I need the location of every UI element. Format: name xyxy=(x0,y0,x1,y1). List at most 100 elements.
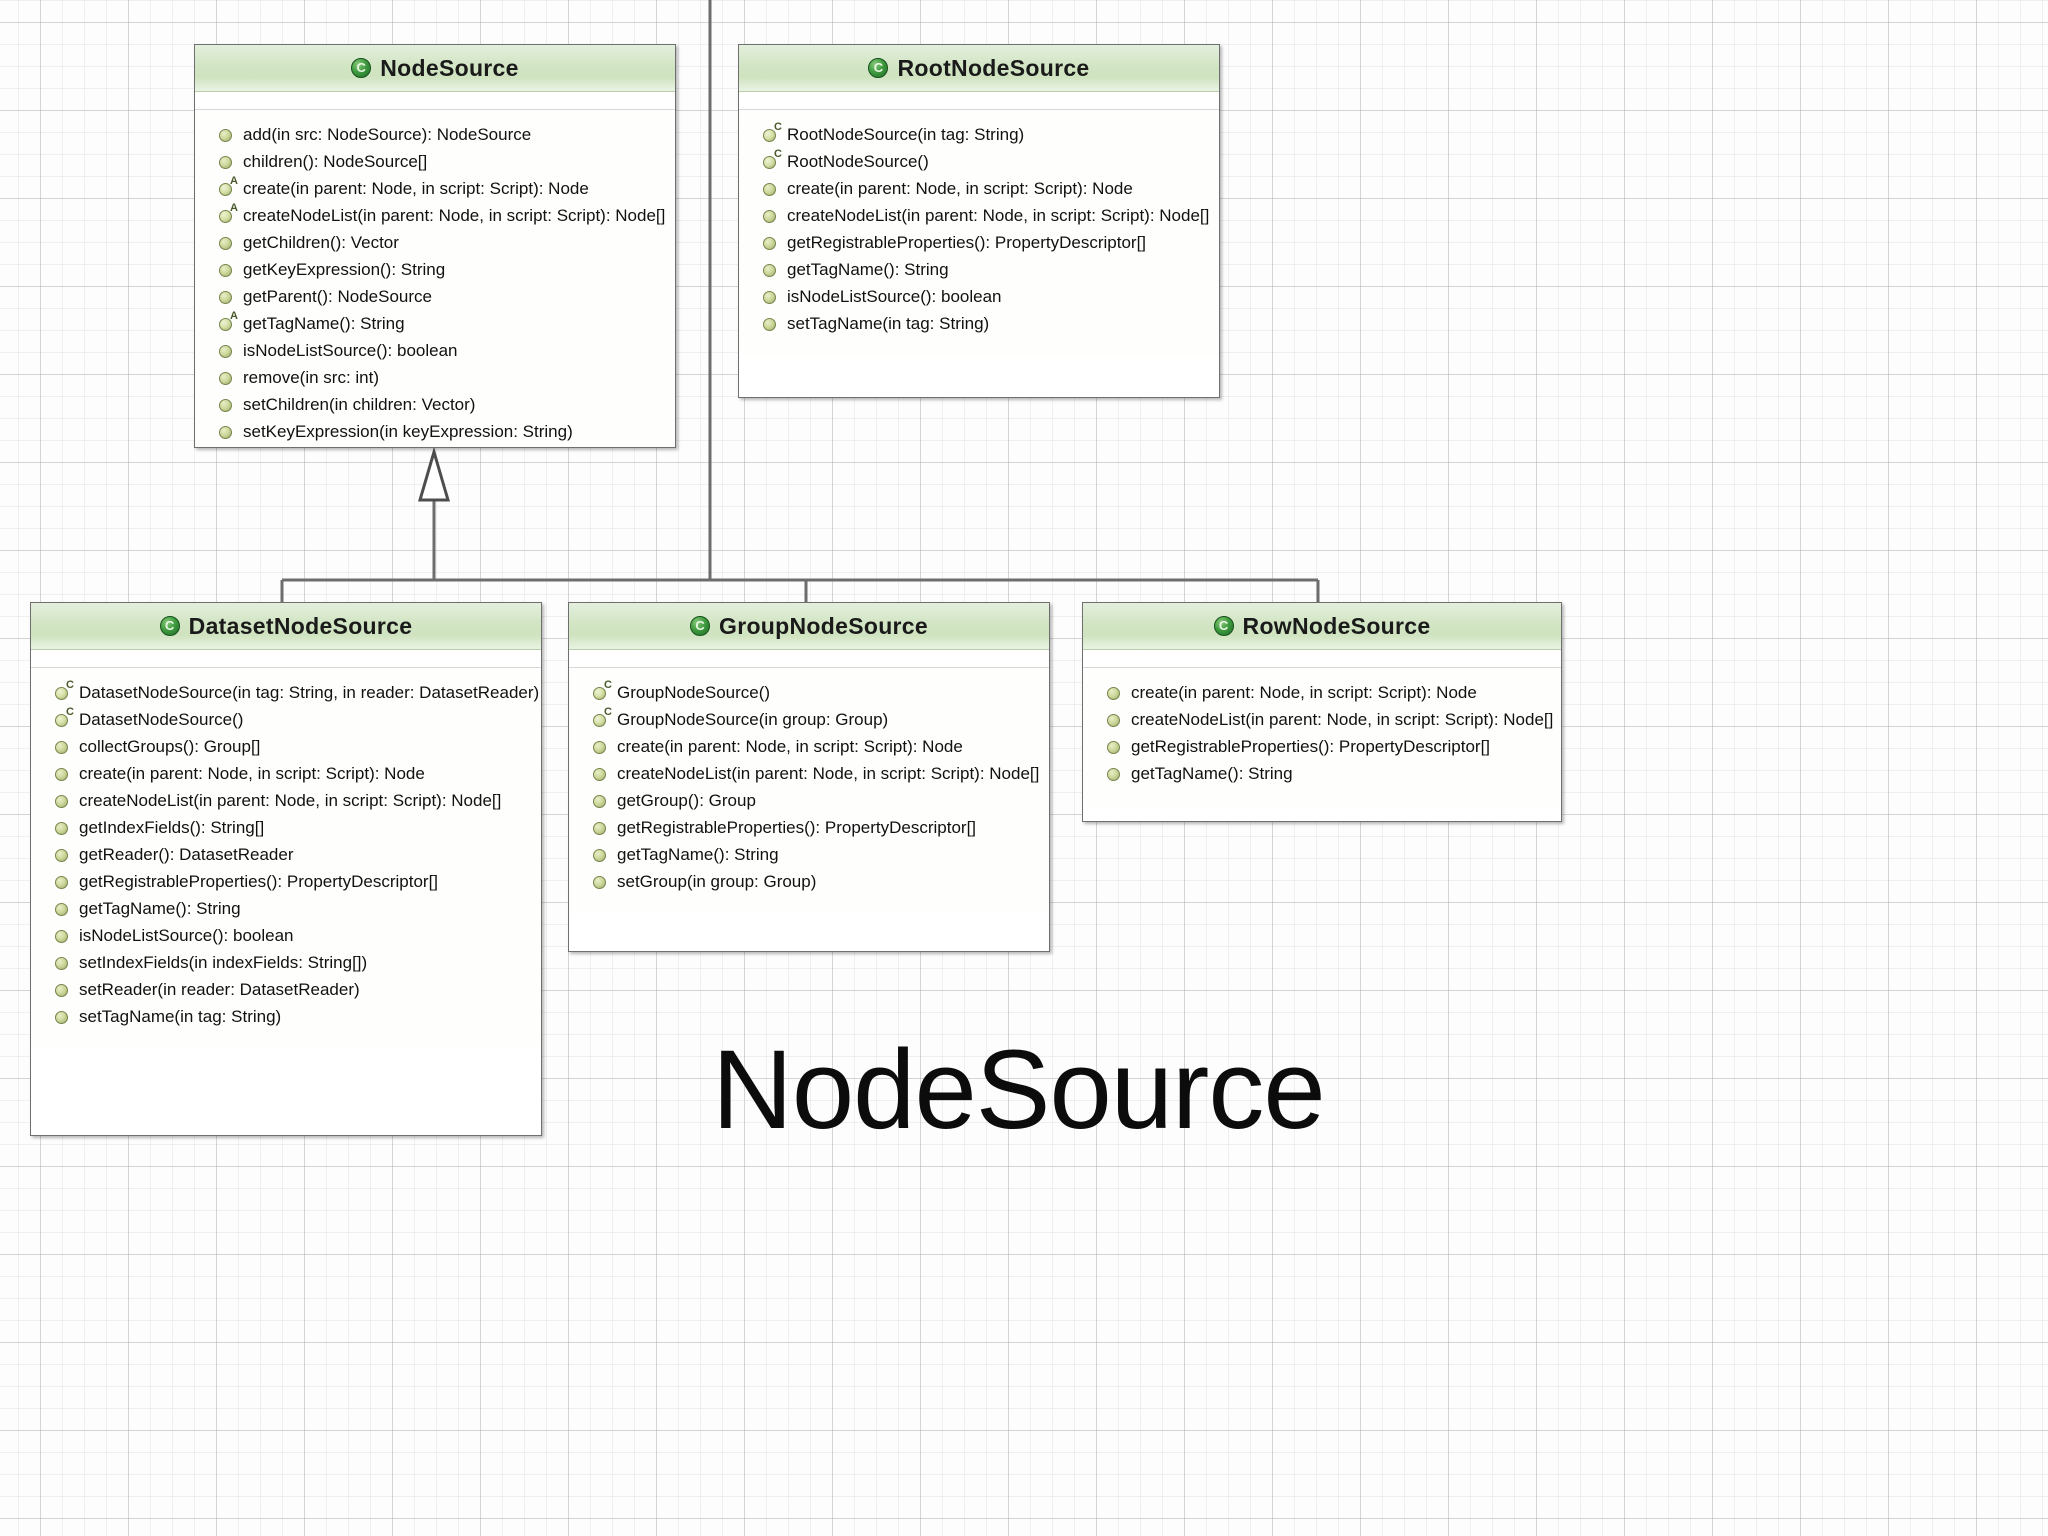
class-member[interactable]: setKeyExpression(in keyExpression: Strin… xyxy=(195,421,675,447)
class-member[interactable]: getTagName(): String xyxy=(31,898,541,925)
member-signature: DatasetNodeSource() xyxy=(79,710,244,729)
class-member[interactable]: setGroup(in group: Group) xyxy=(569,871,1049,898)
class-member[interactable]: getParent(): NodeSource xyxy=(195,286,675,313)
constructor-marker-icon: C xyxy=(66,679,74,691)
operation-bullet-icon xyxy=(55,714,68,727)
class-member[interactable]: getRegistrableProperties(): PropertyDesc… xyxy=(1083,736,1561,763)
operation-bullet-icon xyxy=(763,129,776,142)
operation-icon: C xyxy=(53,679,79,704)
operation-icon xyxy=(53,736,79,758)
class-member[interactable]: getChildren(): Vector xyxy=(195,232,675,259)
operation-icon xyxy=(761,205,787,227)
operation-icon: C xyxy=(761,121,787,146)
operation-icon xyxy=(53,817,79,839)
operation-bullet-icon xyxy=(763,156,776,169)
class-member[interactable]: create(in parent: Node, in script: Scrip… xyxy=(569,736,1049,763)
operation-icon xyxy=(217,124,243,146)
operation-icon xyxy=(53,790,79,812)
member-signature: getRegistrableProperties(): PropertyDesc… xyxy=(617,818,977,837)
class-member[interactable]: getRegistrableProperties(): PropertyDesc… xyxy=(569,817,1049,844)
class-member[interactable]: getTagName(): String xyxy=(739,259,1219,286)
class-member[interactable]: create(in parent: Node, in script: Scrip… xyxy=(739,178,1219,205)
operation-bullet-icon xyxy=(763,264,776,277)
class-member[interactable]: createNodeList(in parent: Node, in scrip… xyxy=(31,790,541,817)
member-signature: collectGroups(): Group[] xyxy=(79,737,261,756)
operation-bullet-icon xyxy=(55,930,68,943)
member-signature: getReader(): DatasetReader xyxy=(79,845,294,864)
class-member[interactable]: isNodeListSource(): boolean xyxy=(739,286,1219,313)
class-member[interactable]: collectGroups(): Group[] xyxy=(31,736,541,763)
class-member[interactable]: create(in parent: Node, in script: Scrip… xyxy=(31,763,541,790)
class-member[interactable]: setTagName(in tag: String) xyxy=(739,313,1219,340)
class-header-dataset-node-source[interactable]: DatasetNodeSource xyxy=(31,603,541,650)
class-member[interactable]: remove(in src: int) xyxy=(195,367,675,394)
class-name: DatasetNodeSource xyxy=(188,612,413,639)
class-member[interactable]: getReader(): DatasetReader xyxy=(31,844,541,871)
operation-bullet-icon xyxy=(219,426,232,439)
class-member[interactable]: createNodeList(in parent: Node, in scrip… xyxy=(569,763,1049,790)
class-member[interactable]: setTagName(in tag: String) xyxy=(31,1006,541,1033)
operation-icon xyxy=(53,898,79,920)
class-member[interactable]: isNodeListSource(): boolean xyxy=(195,340,675,367)
uml-class-group-node-source[interactable]: GroupNodeSourceCGroupNodeSource()CGroupN… xyxy=(568,602,1050,952)
class-member[interactable]: getTagName(): String xyxy=(1083,763,1561,790)
operation-icon: C xyxy=(53,707,79,731)
operation-icon xyxy=(1105,736,1131,758)
uml-class-node-source[interactable]: NodeSource add(in src: NodeSource): NodeS… xyxy=(194,44,676,448)
member-signature: getTagName(): String xyxy=(617,845,779,864)
constructor-marker-icon: C xyxy=(774,121,782,133)
class-member[interactable]: getIndexFields(): String[] xyxy=(31,817,541,844)
class-member[interactable]: getTagName(): String xyxy=(569,844,1049,871)
operation-bullet-icon xyxy=(763,183,776,196)
operation-bullet-icon xyxy=(1107,768,1120,781)
class-member[interactable]: getRegistrableProperties(): PropertyDesc… xyxy=(31,871,541,898)
class-header-row-node-source[interactable]: RowNodeSource xyxy=(1083,603,1561,650)
operation-icon xyxy=(591,736,617,758)
operation-bullet-icon xyxy=(763,318,776,331)
class-header-group-node-source[interactable]: GroupNodeSource xyxy=(569,603,1049,650)
class-operations-compartment: add(in src: NodeSource): NodeSource child… xyxy=(195,110,675,447)
class-member[interactable]: setChildren(in children: Vector) xyxy=(195,394,675,421)
member-signature: getParent(): NodeSource xyxy=(243,287,432,306)
operation-bullet-icon xyxy=(55,957,68,970)
class-member[interactable]: getRegistrableProperties(): PropertyDesc… xyxy=(739,232,1219,259)
class-member[interactable]: create(in parent: Node, in script: Scrip… xyxy=(1083,682,1561,709)
class-member[interactable]: createNodeList(in parent: Node, in scrip… xyxy=(739,205,1219,232)
class-header-node-source[interactable]: NodeSource xyxy=(195,45,675,92)
class-header-root-node-source[interactable]: RootNodeSource xyxy=(739,45,1219,92)
class-member[interactable]: getKeyExpression(): String xyxy=(195,259,675,286)
member-signature: RootNodeSource(in tag: String) xyxy=(787,125,1025,144)
member-signature: setIndexFields(in indexFields: String[]) xyxy=(79,953,368,972)
operation-icon xyxy=(591,790,617,812)
operation-bullet-icon xyxy=(219,264,232,277)
class-member[interactable]: setIndexFields(in indexFields: String[]) xyxy=(31,952,541,979)
member-signature: getRegistrableProperties(): PropertyDesc… xyxy=(79,872,439,891)
class-name: GroupNodeSource xyxy=(719,612,928,639)
class-member[interactable]: setReader(in reader: DatasetReader) xyxy=(31,979,541,1006)
class-member[interactable]: getGroup(): Group xyxy=(569,790,1049,817)
class-member[interactable]: children(): NodeSource[] xyxy=(195,151,675,178)
class-member[interactable]: add(in src: NodeSource): NodeSource xyxy=(195,124,675,151)
member-signature: add(in src: NodeSource): NodeSource xyxy=(243,125,532,144)
operation-bullet-icon xyxy=(55,1011,68,1024)
operation-icon xyxy=(761,178,787,200)
class-member[interactable]: isNodeListSource(): boolean xyxy=(31,925,541,952)
operation-icon: A xyxy=(217,311,243,335)
member-signature: createNodeList(in parent: Node, in scrip… xyxy=(1131,710,1554,729)
uml-class-row-node-source[interactable]: RowNodeSource create(in parent: Node, in … xyxy=(1082,602,1562,822)
class-member[interactable]: C RootNodeSource(in tag: String) xyxy=(739,121,1219,151)
class-member[interactable]: createNodeList(in parent: Node, in scrip… xyxy=(1083,709,1561,736)
member-signature: getTagName(): String xyxy=(787,260,949,279)
